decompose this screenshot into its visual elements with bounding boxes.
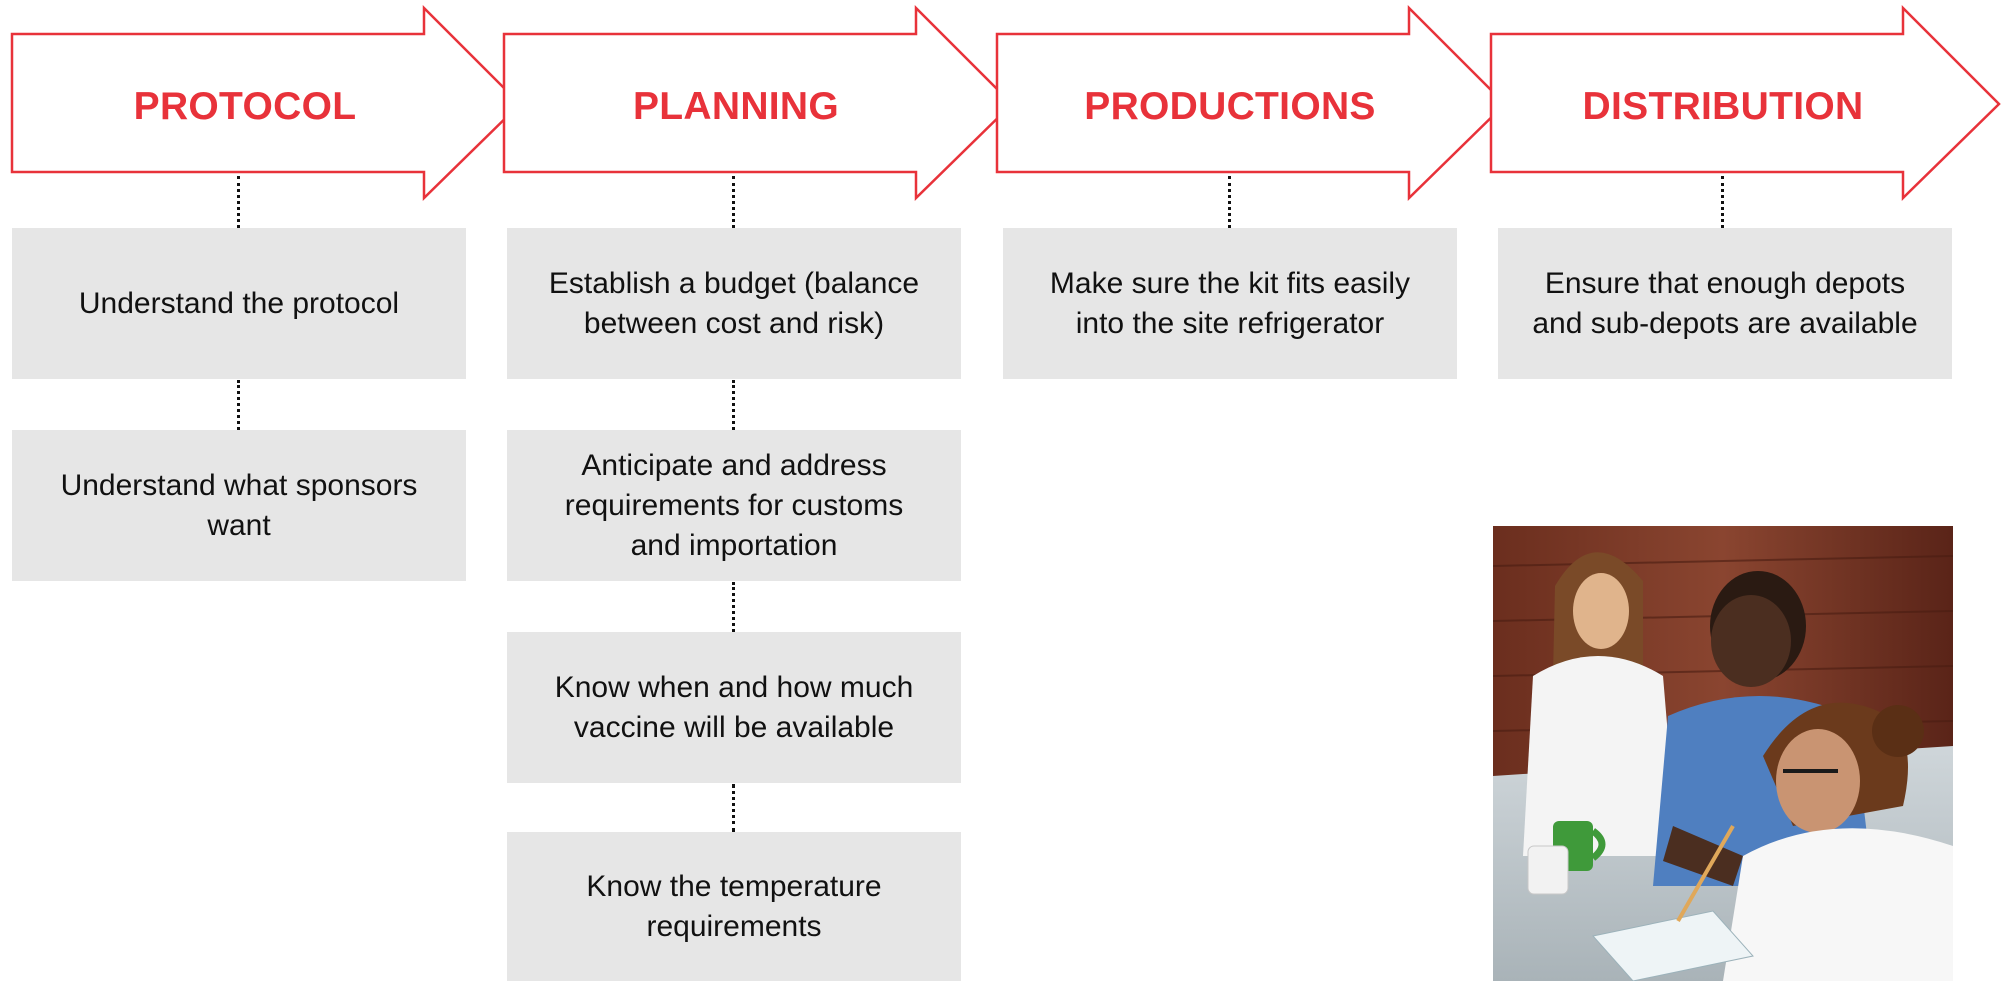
connector-dots — [732, 176, 735, 228]
connector-dots — [732, 380, 735, 430]
step-box: Make sure the kit fits easily into the s… — [1003, 228, 1457, 379]
connector-dots — [732, 582, 735, 632]
step-box: Anticipate and address requirements for … — [507, 430, 961, 581]
step-box: Know when and how much vaccine will be a… — [507, 632, 961, 783]
stage-title-productions: PRODUCTIONS — [1084, 85, 1376, 128]
stage-arrow-protocol — [10, 4, 522, 201]
stage-title-protocol: PROTOCOL — [133, 85, 357, 128]
connector-dots — [237, 176, 240, 228]
step-box: Ensure that enough depots and sub-depots… — [1498, 228, 1952, 379]
stage-arrow-planning — [502, 4, 1014, 201]
connector-dots — [237, 380, 240, 430]
stage-title-planning: PLANNING — [632, 85, 840, 128]
step-box: Understand the protocol — [12, 228, 466, 379]
step-box: Understand what sponsors want — [12, 430, 466, 581]
stage-title-distribution: DISTRIBUTION — [1582, 85, 1864, 128]
meeting-photo — [1493, 526, 1953, 981]
step-box: Know the temperature requirements — [507, 832, 961, 981]
step-box: Establish a budget (balance between cost… — [507, 228, 961, 379]
stage-arrow-distribution — [1489, 4, 2001, 201]
stage-arrow-productions — [995, 4, 1507, 201]
connector-dots — [732, 784, 735, 832]
connector-dots — [1721, 176, 1724, 228]
connector-dots — [1228, 176, 1231, 228]
